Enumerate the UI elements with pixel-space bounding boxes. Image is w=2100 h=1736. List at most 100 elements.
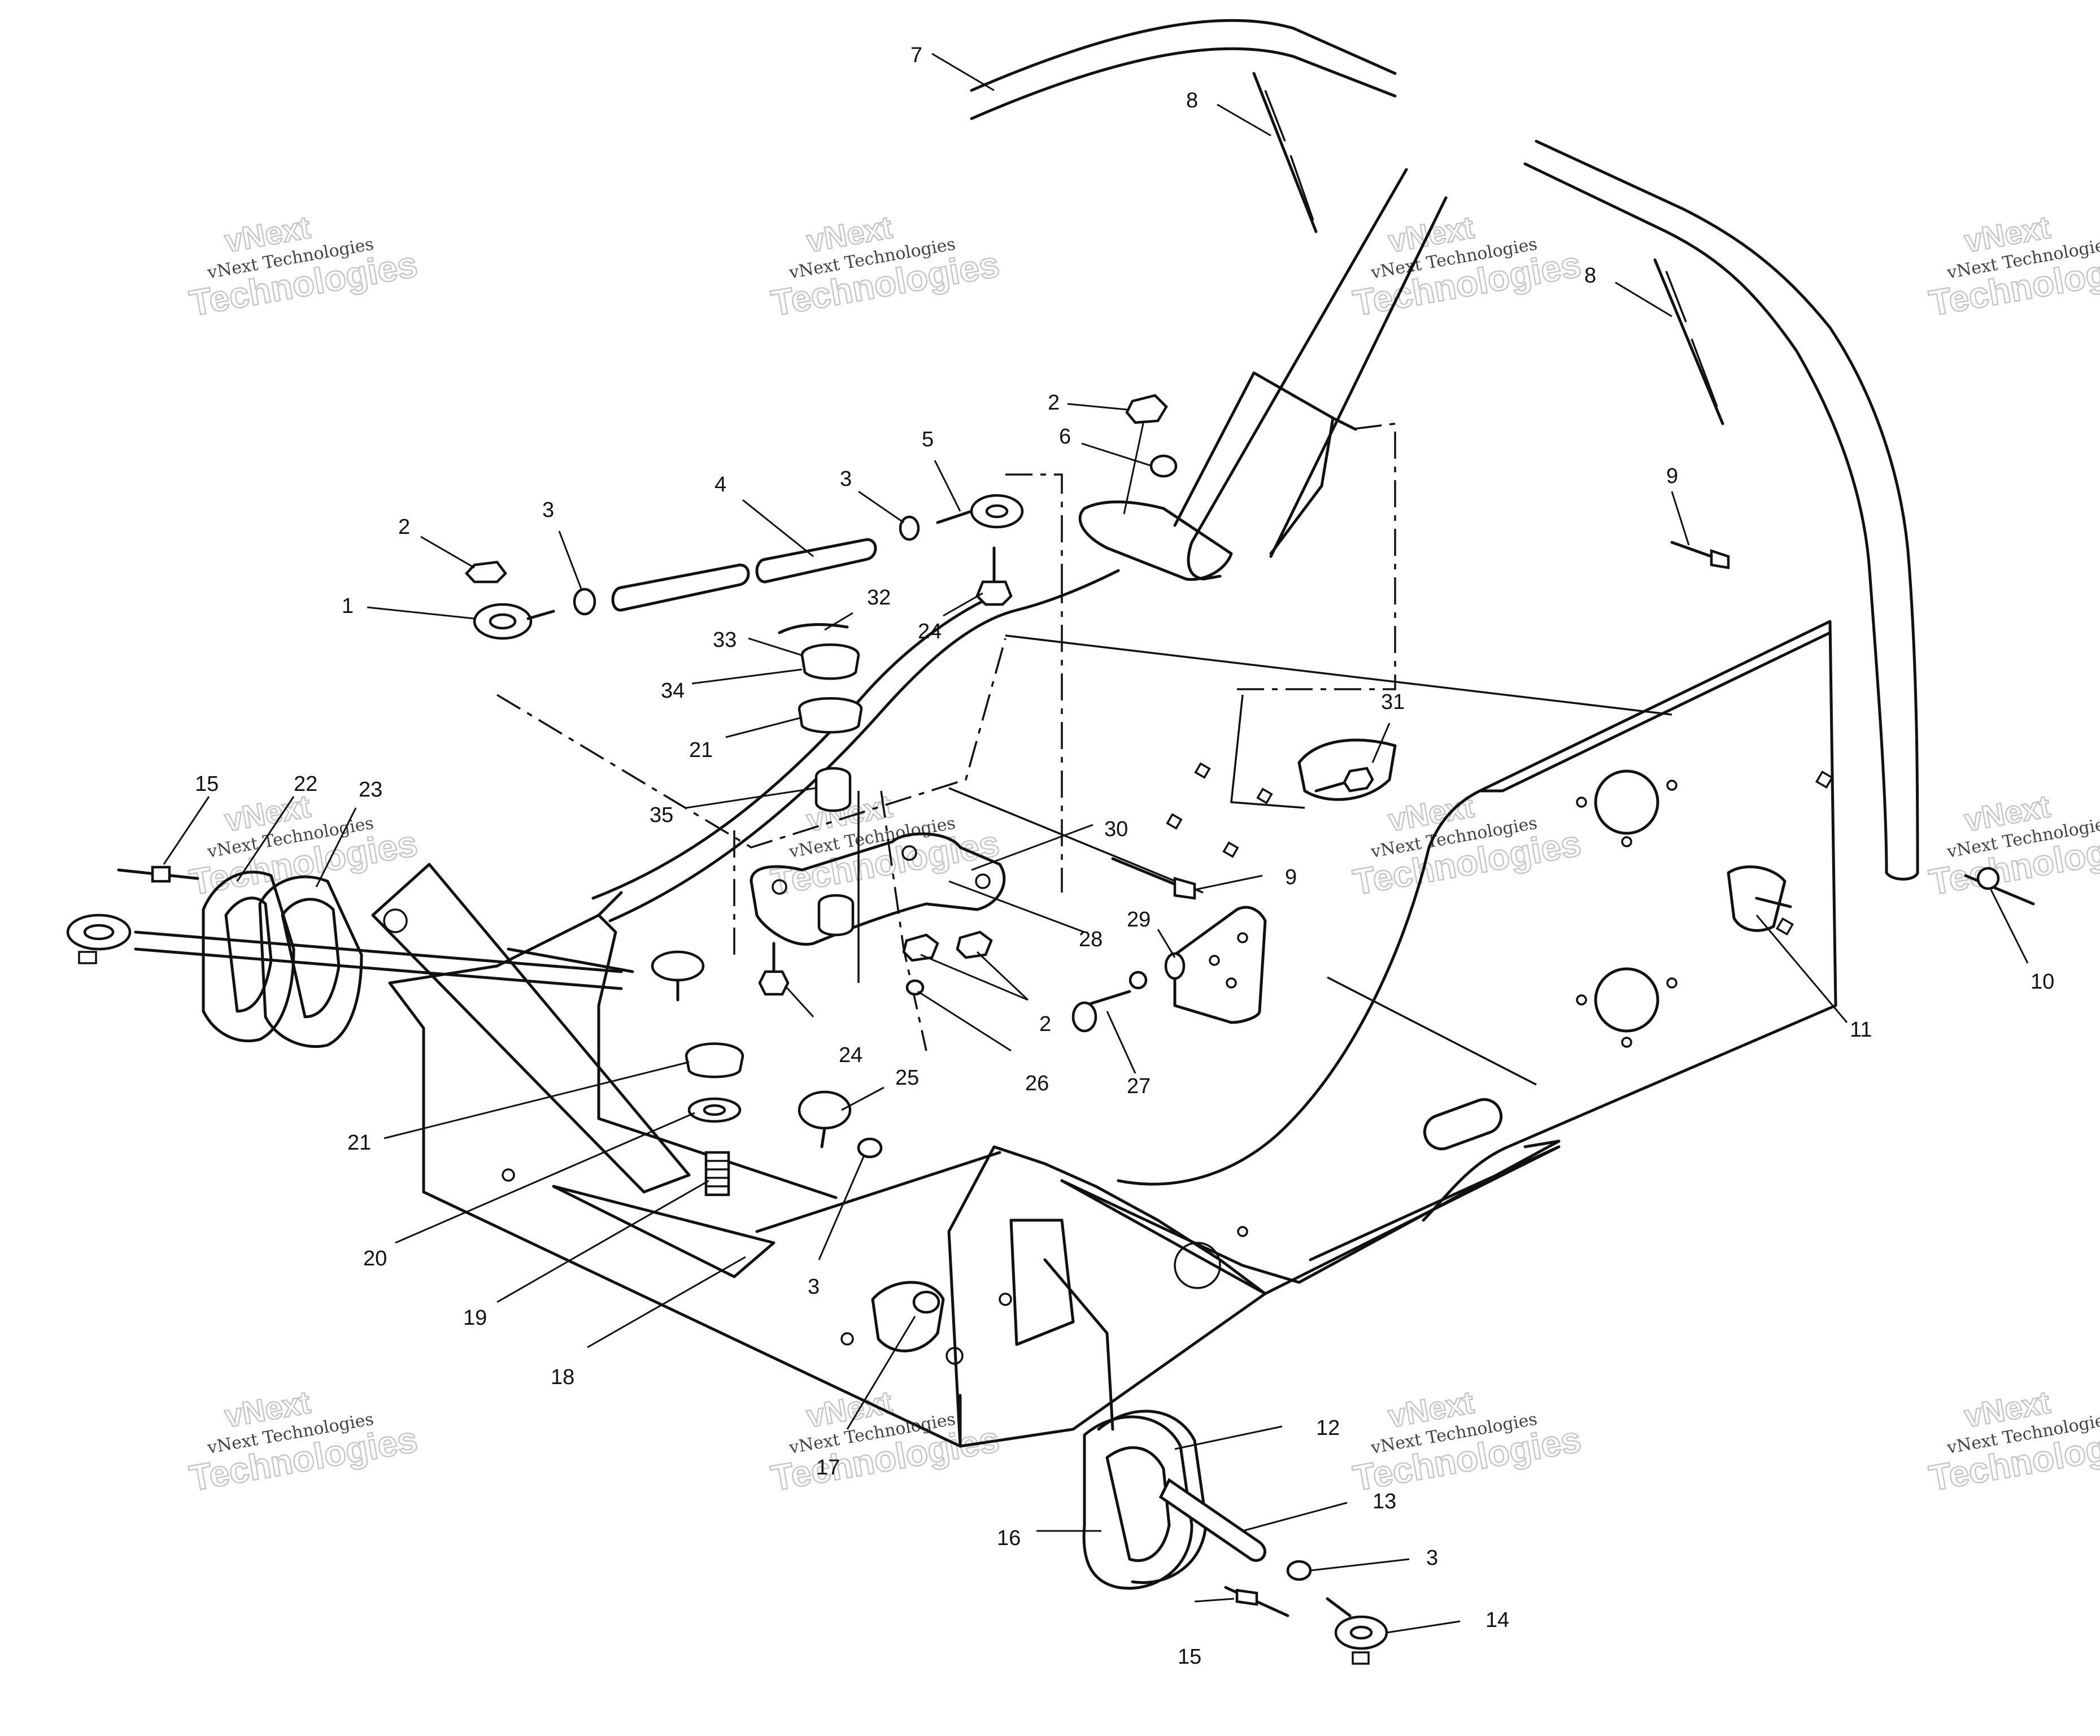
castle-nut (800, 643, 860, 680)
nut-2-top (1125, 394, 1168, 424)
center-lower-plate-rod (1043, 1258, 1114, 1431)
right-side-panel-bottom (1060, 1139, 1561, 1284)
lower-base-top (755, 1151, 1001, 1233)
bracket-plate-29-hole-2 (1226, 977, 1237, 989)
right-hoop-inner (1523, 162, 1888, 874)
leader-17 (846, 1316, 916, 1430)
chassis-upper-rail (608, 569, 1120, 923)
stud-19-threads (706, 1160, 729, 1187)
nut-28 (1129, 971, 1148, 990)
stud-19 (704, 1151, 730, 1197)
leader-8-right (1615, 281, 1672, 317)
leader-22 (236, 796, 295, 882)
lever-hole (383, 908, 408, 933)
callout-11: 11 (1850, 1018, 1872, 1042)
leader-12 (1174, 1425, 1283, 1450)
callout-3-b: 3 (840, 467, 852, 491)
bolt-24-lower-head (758, 970, 790, 996)
nut-3-bottom (1286, 1560, 1312, 1581)
washer-20-hole (703, 1104, 726, 1116)
tray-hole-1 (1174, 1242, 1221, 1289)
bushing-lower (685, 1042, 744, 1078)
upright-gusset-back (1331, 416, 1357, 431)
callout-18: 18 (551, 1365, 574, 1389)
watermark-9: vNext vNext Technologies Technologies (186, 1383, 421, 1499)
panel-square-1 (1775, 917, 1794, 936)
leader-20 (395, 1112, 695, 1244)
callout-12: 12 (1316, 1416, 1340, 1440)
lower-hole-2 (840, 1332, 854, 1346)
spring-8-right-coil-1 (1665, 271, 1687, 323)
callout-24-a: 24 (918, 620, 942, 643)
panel-slot (1423, 1098, 1503, 1151)
callout-labels: 1 2 3 4 5 6 7 8 9 10 11 12 13 14 15 16 1… (195, 43, 2054, 1669)
panel-hole-small-1 (1576, 797, 1587, 808)
right-hardware (1071, 541, 2035, 1033)
floor-back-edge (1005, 634, 1672, 716)
leader-31 (1371, 723, 1391, 763)
leader-19 (496, 1180, 709, 1303)
leader-27 (1106, 1011, 1136, 1074)
leader-9-upper (1671, 491, 1690, 546)
callout-30: 30 (1104, 817, 1128, 841)
panel-hole-small-6 (1621, 1037, 1632, 1048)
callout-9-a: 9 (1666, 464, 1678, 488)
top-rail (970, 19, 1397, 92)
callout-8-a: 8 (1186, 89, 1198, 112)
panel-square-2 (1815, 770, 1834, 789)
pedal-cable-fitting (151, 865, 171, 883)
rod-end-5-thread (936, 510, 973, 524)
spacer-28 (1164, 952, 1186, 980)
leader-3 (558, 530, 583, 591)
nut-3-lower (857, 1137, 883, 1159)
cable-15-lower-fitting (1235, 1589, 1258, 1606)
floor-square-2 (1166, 813, 1183, 830)
watermark-4: vNext vNext Technologies Technologies (1925, 208, 2100, 324)
pedal-plate-12-inner (1105, 1446, 1171, 1562)
shift-rod-assembly (464, 394, 1178, 640)
callout-4: 4 (714, 473, 726, 497)
leader-30 (971, 824, 1093, 871)
rod-end-14-tag (1352, 1651, 1370, 1665)
panel-hole-small-3 (1621, 836, 1632, 847)
callout-24-b: 24 (839, 1043, 862, 1067)
rod-end-1-hole (489, 613, 517, 630)
nut-3-right (899, 515, 920, 541)
left-bracket-plate-right (597, 891, 623, 917)
callout-32: 32 (867, 586, 891, 610)
tray-hole-2 (1237, 1226, 1248, 1237)
cable-9-center-fitting (1173, 877, 1196, 900)
callout-2-c: 2 (1039, 1012, 1051, 1036)
link-tube-left (611, 563, 750, 612)
pedal-rod-lower (134, 947, 623, 990)
leader-18 (587, 1256, 746, 1348)
springs (1252, 72, 1724, 425)
cotter-pin (778, 623, 849, 634)
frame-structure (371, 19, 1919, 1448)
callout-1: 1 (342, 594, 354, 618)
floor-crossline (948, 787, 1204, 894)
rod-end-14-hole (1349, 1625, 1373, 1640)
callout-7: 7 (910, 43, 922, 67)
callout-2-b: 2 (1048, 391, 1060, 415)
leader-21-top (725, 716, 803, 738)
callout-33: 33 (713, 628, 737, 652)
pedal-rod-eye-hole (83, 924, 115, 941)
callout-2-a: 2 (398, 515, 410, 539)
lower-hole-1 (502, 1168, 515, 1182)
rod-end-5-hole (985, 504, 1009, 519)
watermark-1: vNext vNext Technologies Technologies (186, 208, 421, 324)
nut-2-lower-left (902, 933, 939, 962)
pedal-shaft-13 (1158, 1478, 1266, 1562)
bellcrank-hole-2 (901, 845, 917, 861)
callout-28: 28 (1079, 928, 1103, 951)
leader-3-lower (818, 1155, 865, 1260)
plate-hole-2 (999, 1293, 1012, 1306)
bellcrank-hole-3 (975, 873, 991, 889)
leader-3-bottom (1310, 1558, 1410, 1572)
callout-25: 25 (895, 1066, 919, 1090)
watermark-2: vNext vNext Technologies Technologies (768, 208, 1003, 324)
leader-2-top (1067, 403, 1127, 411)
spring-8-left-coil-2 (1289, 155, 1314, 221)
watermark-group: vNext vNext Technologies Technologies vN… (186, 208, 2100, 1499)
